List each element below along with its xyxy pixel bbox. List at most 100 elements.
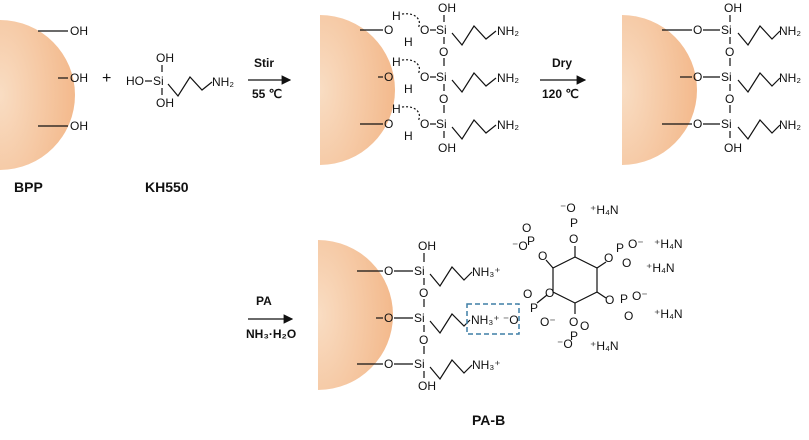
intermediate-particle xyxy=(320,15,395,165)
int-o-3: O xyxy=(384,117,393,131)
pa-mo-bottom: ⁻O xyxy=(557,337,573,351)
int-oh-top: OH xyxy=(438,1,456,15)
pa-p-tl: P xyxy=(527,234,535,248)
pab-particle xyxy=(318,240,393,390)
int-o-1b: O xyxy=(420,23,429,37)
int-o-3b: O xyxy=(420,117,429,131)
kh550-ho: HO xyxy=(126,74,144,88)
pab-ionic-pair: NH₃⁺ ⁻O xyxy=(471,313,519,327)
step1-reagent: Stir xyxy=(254,56,274,70)
pab-oh-top: OH xyxy=(418,239,436,253)
pa-h4n-r: ⁺H₄N xyxy=(654,307,683,321)
dried-particle xyxy=(622,15,697,165)
int-si-2: Si xyxy=(436,70,447,84)
bpp-particle xyxy=(0,20,75,170)
int-oh-bottom: OH xyxy=(438,141,456,155)
pab-structure: OH O Si NH₃⁺ O O Si NH₃⁺ ⁻O O O Si NH₃⁺ … xyxy=(318,239,520,393)
pa-o-tr2: O xyxy=(622,256,631,270)
pa-h4n-tr2: ⁺H₄N xyxy=(646,261,675,275)
pa-om-r: O⁻ xyxy=(632,289,648,303)
step2-condition: 120 ℃ xyxy=(542,87,579,101)
pab-o-link-2: O xyxy=(419,333,428,347)
pa-o-bottom: O xyxy=(569,315,578,329)
pa-p-tr: P xyxy=(616,241,624,255)
label-kh550: KH550 xyxy=(145,179,189,195)
int-o-link-2: O xyxy=(439,92,448,106)
dry-oh-bottom: OH xyxy=(724,141,742,155)
pa-o-tr: O xyxy=(604,251,613,265)
int-si-1: Si xyxy=(436,23,447,37)
pab-nh3-3: NH₃⁺ xyxy=(472,358,501,372)
pab-nh3-1: NH₃⁺ xyxy=(472,265,501,279)
pa-o-tl: O xyxy=(538,249,547,263)
pa-mo-tl: ⁻O xyxy=(512,239,528,253)
pa-o-tl2: O xyxy=(522,221,531,235)
dry-nh2-3: NH₂ xyxy=(779,118,801,132)
pab-oh-bottom: OH xyxy=(418,379,436,393)
inositol-ring xyxy=(552,256,598,304)
pa-h4n-bottom: ⁺H₄N xyxy=(590,339,619,353)
step1-condition: 55 ℃ xyxy=(252,87,282,101)
dry-o-3: O xyxy=(693,117,702,131)
label-pab: PA-B xyxy=(472,412,505,428)
int-h-2a: H xyxy=(392,55,401,69)
bpp-oh-3: OH xyxy=(70,119,88,133)
dry-o-link-2: O xyxy=(725,92,734,106)
int-h-3a: H xyxy=(392,102,401,116)
int-nh2-3: NH₂ xyxy=(497,118,519,132)
step3-condition: NH₃·H₂O xyxy=(246,327,296,341)
kh550-nh2: NH₂ xyxy=(212,75,234,89)
dry-o-2: O xyxy=(693,70,702,84)
dry-nh2-2: NH₂ xyxy=(779,71,801,85)
kh550-oh-bottom: OH xyxy=(156,96,174,110)
pab-o-link-1: O xyxy=(419,286,428,300)
pab-si-2: Si xyxy=(414,311,425,325)
phytate-anion: P O O⁻ O O ⁻O P O O P ⁻O ⁺H₄N O P O⁻ ⁺H₄… xyxy=(512,201,683,353)
pa-o-bottom2: O xyxy=(580,319,589,333)
pab-si-1: Si xyxy=(414,264,425,278)
int-h-1a: H xyxy=(392,9,401,23)
kh550-oh-top: OH xyxy=(156,51,174,65)
pa-om-center: O⁻ xyxy=(540,315,556,329)
intermediate-structure: OH O H H O Si NH₂ O O H H O Si NH₂ O O H… xyxy=(320,1,519,165)
pab-o-2: O xyxy=(384,311,393,325)
dry-si-1: Si xyxy=(721,23,732,37)
dry-si-3: Si xyxy=(721,117,732,131)
int-o-2b: O xyxy=(420,70,429,84)
dry-nh2-1: NH₂ xyxy=(779,24,801,38)
int-o-2: O xyxy=(384,70,393,84)
kh550-si: Si xyxy=(153,74,164,88)
pa-p-r: P xyxy=(620,292,628,306)
ionic-interaction-box xyxy=(466,303,520,335)
int-si-3: Si xyxy=(436,117,447,131)
pa-mo-top: ⁻O xyxy=(560,201,576,215)
step1-arrow-group: Stir 55 ℃ xyxy=(248,56,292,101)
dried-structure: OH O Si NH₂ O O Si NH₂ O O Si NH₂ OH xyxy=(622,1,801,165)
pa-o-r2: O xyxy=(624,309,633,323)
int-nh2-1: NH₂ xyxy=(497,24,519,38)
pab-si-3: Si xyxy=(414,357,425,371)
step2-arrow-group: Dry 120 ℃ xyxy=(540,56,587,101)
step3-arrow-group: PA NH₃·H₂O xyxy=(246,294,296,341)
pa-o-center: O xyxy=(545,286,554,300)
pa-p-top: P xyxy=(570,216,578,230)
dry-o-1: O xyxy=(693,23,702,37)
int-nh2-2: NH₂ xyxy=(497,71,519,85)
bpp-oh-1: OH xyxy=(70,24,88,38)
dry-oh-top: OH xyxy=(724,1,742,15)
pa-h4n-top: ⁺H₄N xyxy=(590,203,619,217)
pa-o-top: O xyxy=(569,232,578,246)
pa-h4n-tr: ⁺H₄N xyxy=(654,237,683,251)
bpp-oh-2: OH xyxy=(70,71,88,85)
pa-om-tr: O⁻ xyxy=(628,237,644,251)
int-o-1: O xyxy=(384,23,393,37)
int-h-3b: H xyxy=(404,129,413,143)
pa-p-center: P xyxy=(530,301,538,315)
plus-sign: + xyxy=(102,70,111,87)
bpp-particle-group: OH OH OH xyxy=(0,20,88,170)
pa-p-bottom: P xyxy=(570,329,578,343)
pa-o-r: O xyxy=(605,293,614,307)
step2-reagent: Dry xyxy=(552,56,572,70)
